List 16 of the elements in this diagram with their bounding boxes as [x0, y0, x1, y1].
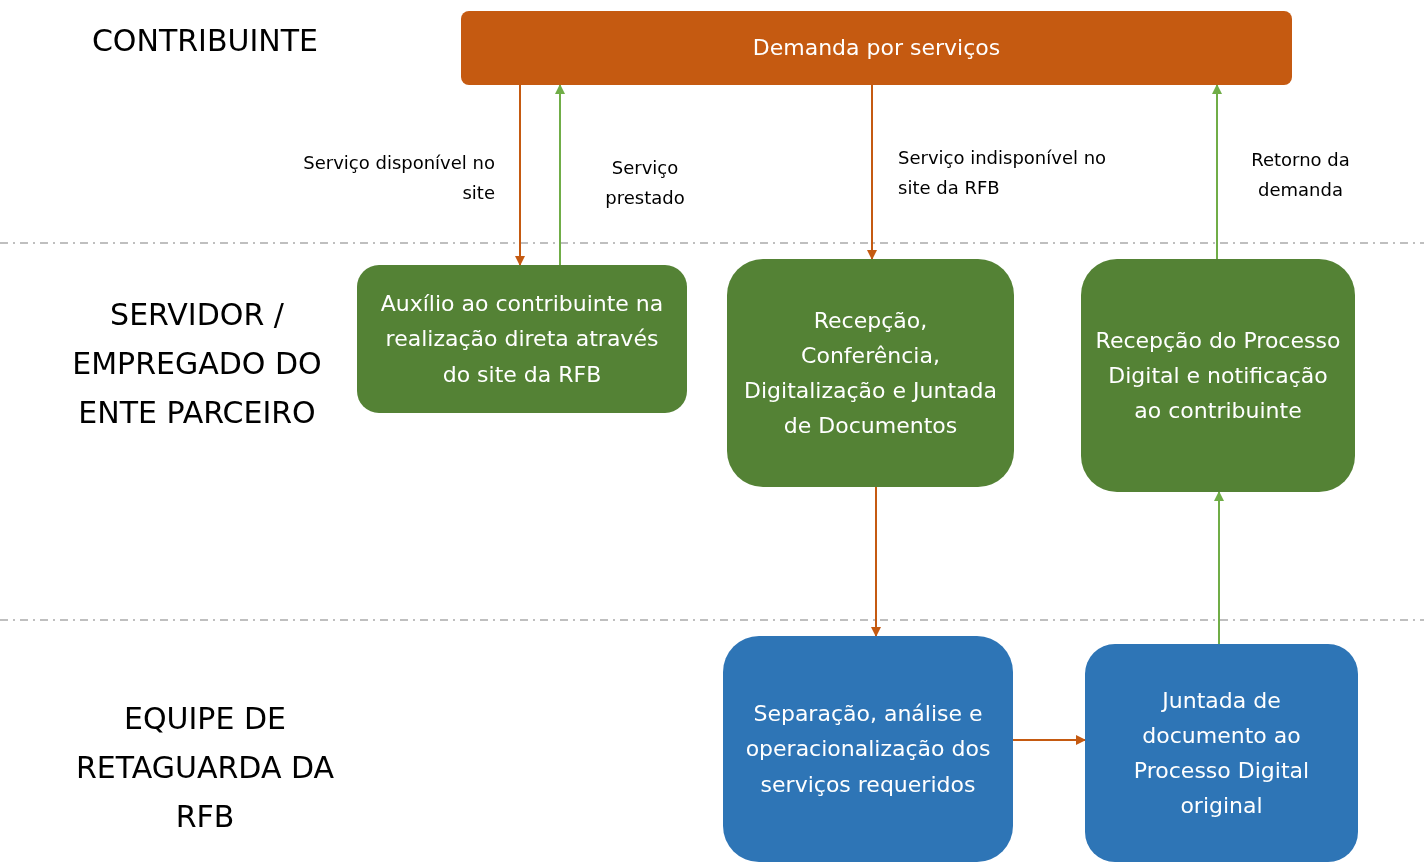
arrow — [871, 486, 881, 637]
process-box: Recepção do Processo Digital e notificação ao contribuinte — [1081, 259, 1355, 492]
arrow — [1214, 491, 1224, 645]
arrow — [555, 84, 565, 266]
arrow — [1012, 735, 1086, 745]
lane-label: EQUIPE DE RETAGUARDA DA RFB — [74, 700, 336, 836]
demand-bar: Demanda por serviços — [461, 11, 1292, 85]
process-box: Separação, análise e operacionalização dos serviços requeridos — [723, 636, 1013, 862]
process-box: Juntada de documento ao Processo Digital original — [1085, 644, 1358, 862]
lane-label: SERVIDOR / EMPREGADO DO ENTE PARCEIRO — [71, 296, 323, 432]
arrow — [515, 84, 525, 266]
process-box: Auxílio ao contribuinte na realização direta através do site da RFB — [357, 265, 687, 413]
arrow — [867, 84, 877, 260]
process-box: Recepção, Conferência, Digitalização e Juntada de Documentos — [727, 259, 1014, 487]
lane-label: CONTRIBUINTE — [90, 22, 320, 60]
arrow — [1212, 84, 1222, 260]
